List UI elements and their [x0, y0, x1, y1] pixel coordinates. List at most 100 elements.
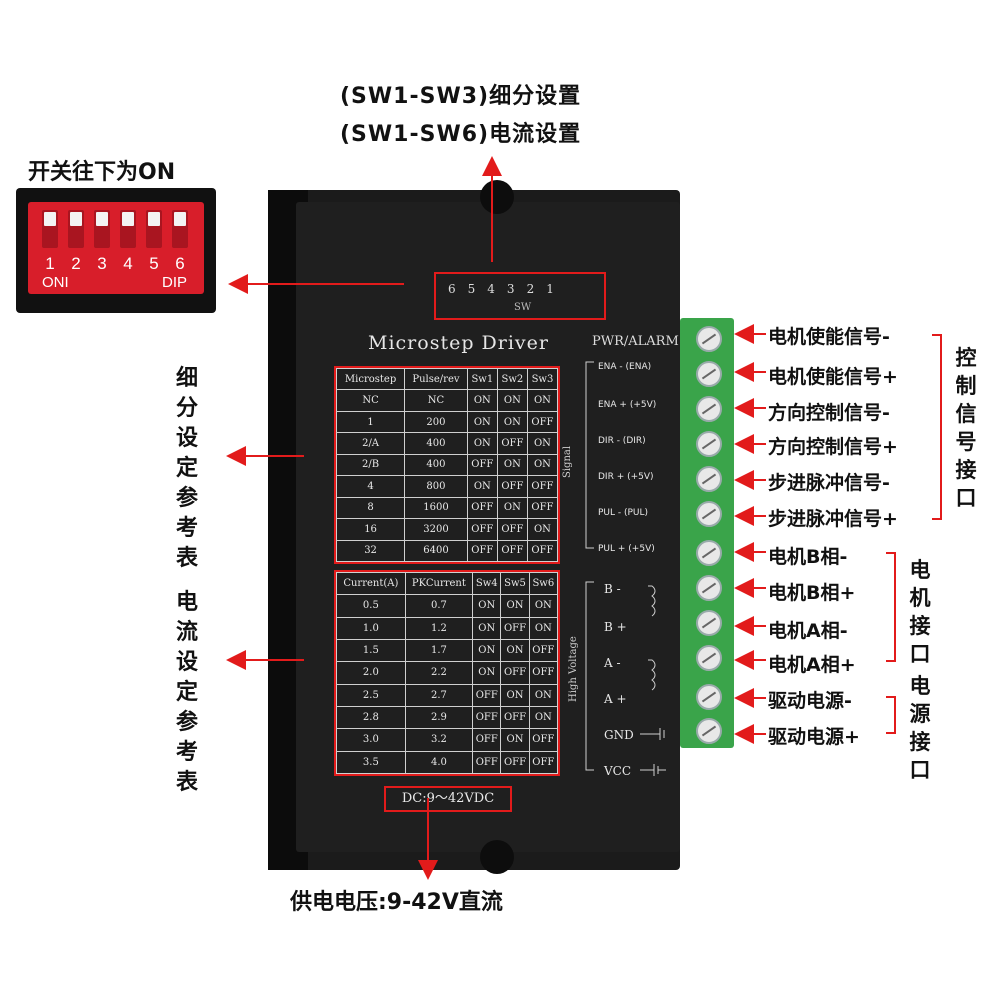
power-group-bracket — [886, 696, 896, 734]
terminal-screw[interactable] — [696, 684, 722, 710]
table-cell: 32 — [335, 539, 406, 562]
dip-switch-body: 1 2 3 4 5 6 ONI DIP — [28, 202, 204, 294]
pin-label-dir-minus: DIR - (DIR) — [598, 436, 646, 446]
pin-label-pul-minus: PUL - (PUL) — [598, 508, 649, 518]
driver-title: Microstep Driver — [368, 332, 549, 354]
microstep-header-cell: Microstep — [335, 367, 406, 391]
terminal-label-dir-plus: 方向控制信号+ — [768, 436, 898, 458]
terminal-screw[interactable] — [696, 575, 722, 601]
terminal-label-ena-minus: 电机使能信号- — [768, 326, 890, 348]
pin-label-ena-minus: ENA - (ENA) — [598, 362, 652, 372]
table-cell: OFF — [526, 539, 559, 562]
pin-bracket-lines — [585, 361, 666, 776]
terminal-label-pul-plus: 步进脉冲信号+ — [768, 508, 898, 530]
table-cell: 16 — [335, 518, 406, 541]
dip-slot — [68, 210, 84, 248]
mount-notch-top — [480, 180, 514, 214]
group-label-power: 电源接口 — [909, 674, 931, 782]
dip-number: 1 — [45, 254, 55, 273]
terminal-label-b-plus: 电机B相+ — [768, 582, 856, 604]
pin-label-ena-plus: ENA + (+5V) — [598, 400, 657, 410]
sw-digits: 6 5 4 3 2 1 — [448, 282, 554, 296]
stepper-driver: 6 5 4 3 2 1 SW Microstep Driver PWR/ALAR… — [268, 180, 680, 874]
dip-number: 3 — [97, 254, 107, 273]
terminal-screw[interactable] — [696, 466, 722, 492]
table-cell: OFF — [526, 496, 559, 520]
terminal-label-a-plus: 电机A相+ — [768, 654, 856, 676]
sw-note-line1: (SW1-SW3)细分设置 — [340, 84, 582, 109]
terminal-screw[interactable] — [696, 645, 722, 671]
sw-label: SW — [514, 302, 532, 313]
dip-caption: 开关往下为ON — [28, 160, 176, 185]
terminal-label-power-minus: 驱动电源- — [768, 690, 852, 712]
table-cell: OFF — [526, 410, 559, 434]
table-cell: 6400 — [404, 539, 468, 562]
pwr-alarm-label: PWR/ALARM — [592, 334, 679, 349]
microstep-ref-label: 细分设定参考表 — [175, 366, 198, 571]
dip-switch-photo: 1 2 3 4 5 6 ONI DIP — [16, 188, 216, 313]
terminal-screw[interactable] — [696, 610, 722, 636]
group-label-motor: 电机接口 — [909, 558, 931, 666]
dip-slot — [172, 210, 188, 248]
terminal-label-b-minus: 电机B相- — [768, 546, 848, 568]
sw-dip-window: 6 5 4 3 2 1 SW — [434, 272, 606, 320]
pin-label-vcc: VCC — [604, 764, 632, 778]
sw-digit: 2 — [526, 282, 535, 296]
table-cell: 4.0 — [404, 750, 474, 775]
current-ref-label: 电流设定参考表 — [175, 590, 198, 795]
pin-label-a-minus: A - — [604, 656, 621, 670]
dip-number: 2 — [71, 254, 81, 273]
pin-label-gnd: GND — [604, 728, 634, 742]
dip-slot — [120, 210, 136, 248]
terminal-screw[interactable] — [696, 396, 722, 422]
terminal-block — [680, 318, 734, 748]
terminal-screw[interactable] — [696, 501, 722, 527]
pin-label-pul-plus: PUL + (+5V) — [598, 544, 655, 554]
table-cell: 1600 — [404, 496, 468, 520]
pin-label-dir-plus: DIR + (+5V) — [598, 472, 654, 482]
sw-digit: 6 — [448, 282, 456, 296]
terminal-label-dir-minus: 方向控制信号- — [768, 402, 890, 424]
driver-face: 6 5 4 3 2 1 SW Microstep Driver PWR/ALAR… — [296, 180, 680, 874]
terminal-label-pul-minus: 步进脉冲信号- — [768, 472, 890, 494]
dip-slot — [94, 210, 110, 248]
control-group-bracket — [932, 334, 942, 520]
terminal-label-a-minus: 电机A相- — [768, 620, 848, 642]
table-cell: OFF — [496, 539, 528, 562]
dip-slot — [42, 210, 58, 248]
dip-number: 4 — [123, 254, 133, 273]
dip-number: 6 — [175, 254, 185, 273]
terminal-screw[interactable] — [696, 361, 722, 387]
table-cell: 8 — [335, 496, 406, 520]
terminal-screw[interactable] — [696, 540, 722, 566]
sw-digit: 3 — [506, 282, 515, 296]
table-cell: ON — [526, 518, 559, 541]
sw-digit: 5 — [467, 282, 476, 296]
dip-dip-text: DIP — [162, 274, 188, 291]
table-cell: OFF — [526, 475, 559, 498]
terminal-screw[interactable] — [696, 718, 722, 744]
terminal-label-power-plus: 驱动电源+ — [768, 726, 860, 748]
supply-voltage-note: 供电电压:9-42V直流 — [290, 890, 503, 915]
terminal-screw[interactable] — [696, 431, 722, 457]
dip-slot — [146, 210, 162, 248]
terminal-screw[interactable] — [696, 326, 722, 352]
sw-digit: 4 — [487, 282, 495, 296]
group-label-control: 控制信号接口 — [955, 346, 977, 510]
motor-group-bracket — [886, 552, 896, 662]
